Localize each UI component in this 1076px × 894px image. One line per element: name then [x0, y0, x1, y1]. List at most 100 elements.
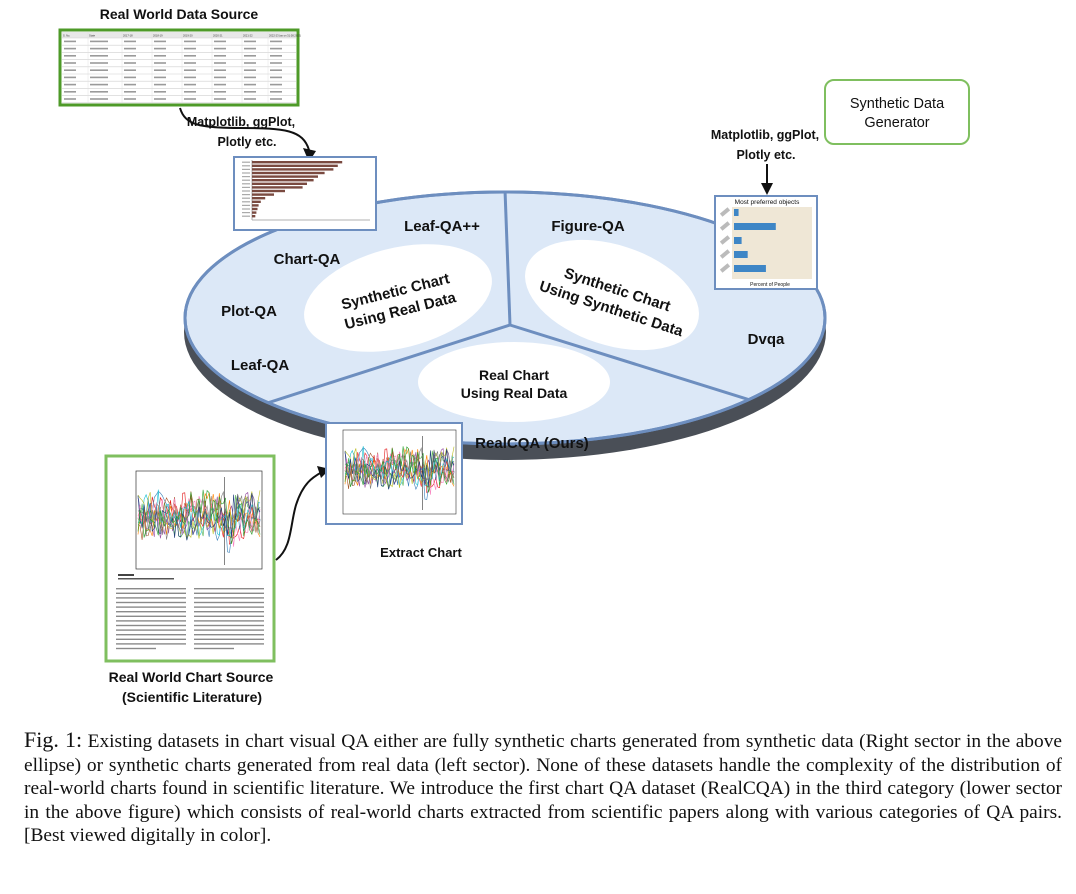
- table-cell-text: [184, 47, 196, 50]
- paper-text-line: [116, 638, 186, 640]
- dataset-dvqa: Dvqa: [748, 331, 785, 348]
- scientific-paper-thumb: [104, 454, 276, 663]
- sector-divider-left: [229, 323, 511, 417]
- dataset-ellipse: Synthetic Chart Using Real Data Syntheti…: [183, 190, 827, 460]
- table-cell-text: [154, 83, 166, 86]
- brown-bar: [252, 168, 334, 171]
- data-table-lines: [62, 32, 296, 104]
- table-cell-text: [154, 69, 166, 71]
- paper-text-line: [194, 592, 264, 594]
- dataset-figureqa: Figure-QA: [551, 218, 624, 235]
- table-cell-text: [154, 98, 166, 100]
- paper-text-line: [194, 601, 264, 604]
- arrow-paper-to-extracted: [275, 471, 323, 561]
- table-cell-text: [244, 55, 256, 57]
- brown-bar: [252, 179, 314, 182]
- blue-bar: [734, 209, 739, 216]
- tools-right-line1: Matplotlib, ggPlot,: [711, 128, 819, 142]
- table-cell-text: [270, 69, 282, 71]
- table-header-cell: 2018-19: [153, 34, 163, 38]
- paper-text-line: [116, 643, 186, 645]
- table-cell-text: [124, 76, 136, 79]
- table-cell-text: [214, 98, 226, 100]
- table-cell-text: [124, 98, 136, 100]
- table-cell-text: [124, 40, 136, 43]
- plot-series-line: [344, 448, 455, 487]
- paper-text-line: [194, 620, 264, 622]
- generator-box: [824, 79, 970, 145]
- table-cell-text: [90, 76, 108, 79]
- table-cell-text: [154, 76, 166, 79]
- brown-bar: [252, 164, 338, 167]
- table-cell-text: [90, 69, 108, 71]
- paper-text-lines: [116, 588, 264, 650]
- table-cell-text: [270, 98, 282, 100]
- extract-chart-label: Extract Chart: [380, 545, 462, 560]
- table-cell-text: [154, 47, 166, 50]
- table-cell-text: [184, 40, 196, 43]
- table-cell-text: [154, 40, 166, 43]
- paper-text-line: [116, 615, 186, 617]
- table-cell-text: [214, 40, 226, 43]
- dataset-leafqa: Leaf-QA: [231, 357, 290, 374]
- table-cell-text: [244, 98, 256, 100]
- table-cell-text: [64, 47, 76, 50]
- brown-bar: [252, 193, 274, 196]
- table-cell-text: [214, 55, 226, 57]
- arrow-table-to-chart: [179, 107, 310, 151]
- diagram-canvas: Synthetic Chart Using Real Data Syntheti…: [58, 6, 970, 705]
- brown-bars: [242, 161, 343, 218]
- generator-line2: Generator: [864, 115, 929, 131]
- paper-text-line: [116, 601, 186, 604]
- brown-bar: [252, 182, 307, 185]
- table-cell-text: [270, 83, 282, 86]
- brown-bar: [252, 175, 318, 178]
- plot-series-line: [344, 446, 455, 493]
- paper-text-line: [116, 647, 156, 650]
- table-cell-text: [124, 69, 136, 71]
- arrow-table-to-chart-head: [303, 148, 316, 162]
- table-cell-text: [184, 55, 196, 57]
- paper-text-line: [194, 634, 264, 636]
- table-header-cell: 2020-21: [213, 34, 223, 38]
- paper-text-line: [116, 611, 186, 613]
- paper-text-line: [194, 647, 234, 650]
- plot-series-line: [137, 489, 261, 544]
- dataset-chartqa: Chart-QA: [274, 251, 341, 268]
- paper-text-line: [116, 624, 186, 627]
- brown-bar: [252, 189, 285, 193]
- blue-bar: [734, 223, 776, 230]
- blue-bars: [719, 207, 776, 273]
- blue-chart-title: Most preferred objects: [735, 199, 800, 206]
- table-cell-text: [244, 62, 256, 64]
- brown-bar: [252, 200, 261, 203]
- arrow-generator-to-chart-head: [761, 183, 773, 195]
- paper-label-line2: (Scientific Literature): [122, 689, 262, 705]
- table-cell-text: [184, 91, 196, 93]
- paper-text-line: [194, 597, 264, 599]
- paper-text-line: [116, 606, 186, 608]
- paper-text-line: [194, 588, 264, 590]
- table-cell-text: [64, 40, 76, 43]
- table-cell-text: [184, 98, 196, 100]
- data-source-title: Real World Data Source: [100, 6, 259, 22]
- table-cell-text: [90, 83, 108, 86]
- synthetic-data-generator: Synthetic Data Generator: [824, 79, 970, 145]
- brown-bar: [252, 204, 259, 207]
- table-header-cell: State: [89, 34, 96, 38]
- paper-line-plot: [137, 477, 261, 565]
- tools-left-line1: Matplotlib, ggPlot,: [187, 115, 295, 129]
- generator-line1: Synthetic Data: [850, 96, 945, 112]
- paper-text-line: [116, 634, 186, 636]
- caption-text: Existing datasets in chart visual QA eit…: [24, 731, 1062, 847]
- brown-bar: [252, 215, 256, 218]
- table-cell-text: [244, 91, 256, 93]
- paper-text-line: [194, 638, 264, 640]
- table-cell-text: [64, 76, 76, 79]
- blue-bar: [734, 251, 748, 258]
- paper-text-line: [194, 624, 264, 627]
- table-cell-text: [184, 83, 196, 86]
- plot-series-line: [137, 490, 261, 539]
- table-cell-text: [64, 98, 76, 100]
